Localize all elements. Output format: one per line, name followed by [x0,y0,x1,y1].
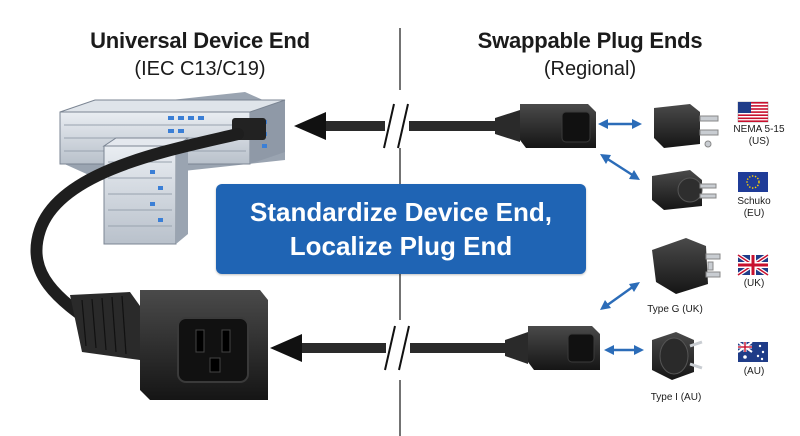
plug-label-nema: NEMA 5-15 (US) [724,124,794,148]
bottom-cable-arrow [270,325,510,371]
swappable-plug-ends-subtitle: (Regional) [543,58,637,80]
plug-label-uk-region: (UK) [724,278,784,290]
plug-label-au-region: (AU) [724,366,784,378]
plug-name: Type G (UK) [647,304,703,315]
plug-name: NEMA 5-15 [733,124,785,135]
c13-connector-bottom-icon [505,326,600,370]
plug-region: (US) [748,136,770,147]
plug-name: Type I (AU) [650,392,702,403]
uk-flag-icon [736,253,770,277]
plug-label-schuko: Schuko (EU) [724,196,784,220]
plug-label-type-g: Type G (UK) [640,304,710,316]
universal-device-end-subtitle: (IEC C13/C19) [134,58,266,80]
plug-name: Schuko [737,196,771,207]
server-power-cable [30,118,266,331]
swappable-plug-ends-heading: Swappable Plug Ends (Regional) [420,28,760,81]
type-g-plug-icon [652,238,721,294]
plug-region: (UK) [743,278,765,289]
swap-arrows [598,119,644,355]
schuko-plug-icon [652,170,717,210]
universal-device-end-title: Universal Device End [90,28,310,53]
au-flag-icon [737,341,768,362]
top-cable-arrow [294,103,498,149]
universal-device-end-heading: Universal Device End (IEC C13/C19) [30,28,370,81]
banner-line-1: Standardize Device End, [250,197,552,227]
us-flag-icon [737,101,769,123]
swappable-plug-ends-title: Swappable Plug Ends [477,28,703,53]
plug-label-type-i: Type I (AU) [636,392,716,404]
type-i-plug-icon [652,332,703,380]
plug-region: (EU) [743,208,765,219]
plug-region: (AU) [743,366,765,377]
banner-line-2: Localize Plug End [289,231,513,261]
nema-5-15-plug-icon [654,104,719,148]
c13-connector-top-icon [495,104,596,148]
iec-c19-connector-icon [70,290,268,400]
eu-flag-icon [738,172,768,192]
summary-banner: Standardize Device End, Localize Plug En… [216,184,586,274]
